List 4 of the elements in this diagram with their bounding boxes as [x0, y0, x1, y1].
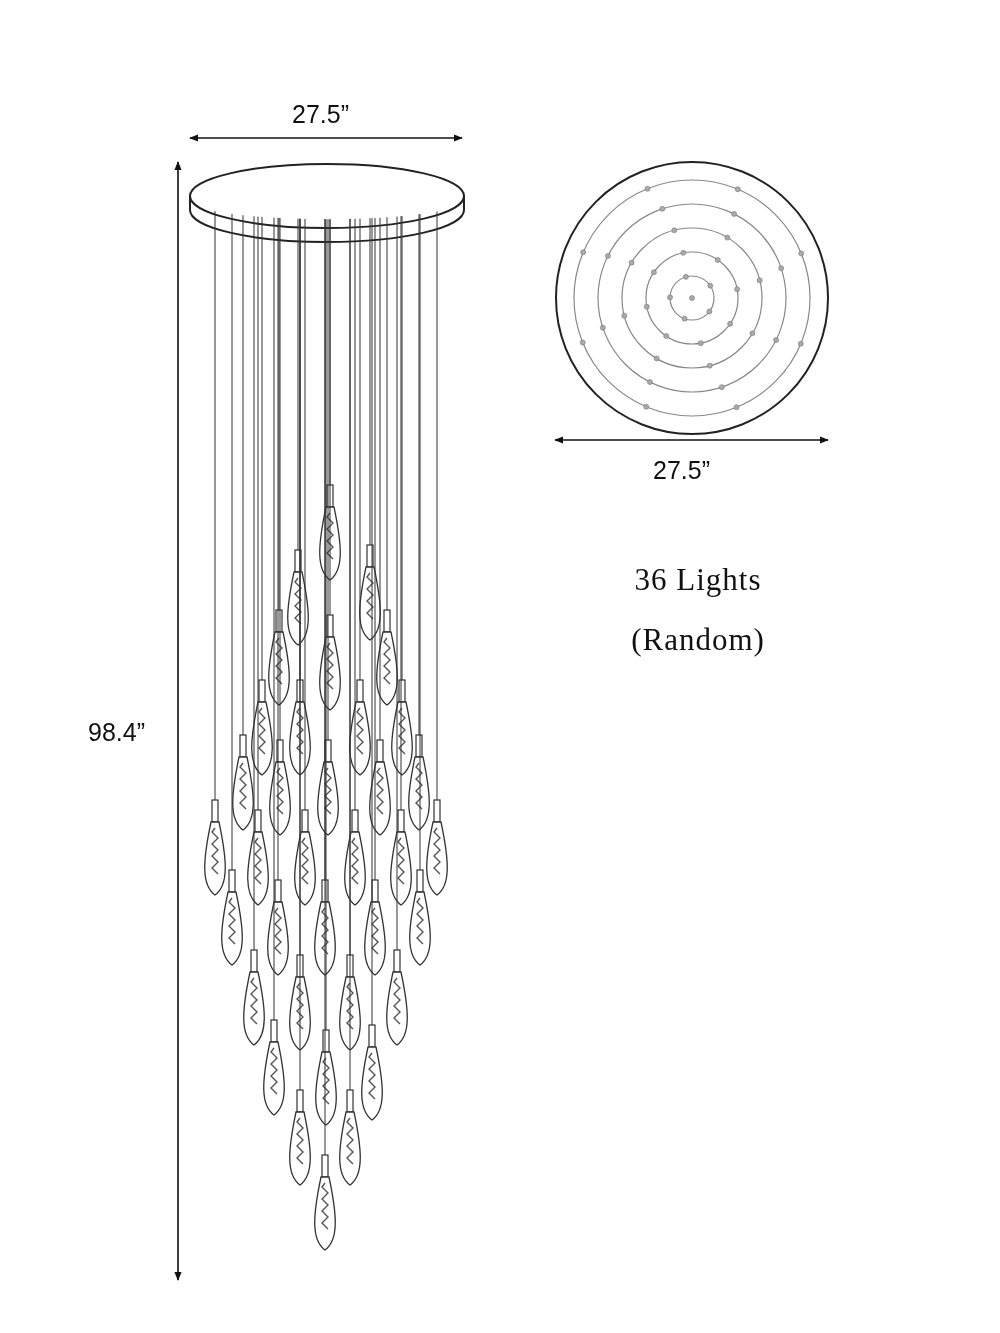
dimension-label: 98.4”: [88, 718, 145, 747]
dimension-label: 27.5”: [653, 456, 710, 485]
note-text: 36 Lights (Random): [630, 561, 766, 659]
dimension-label: 27.5”: [292, 100, 349, 129]
